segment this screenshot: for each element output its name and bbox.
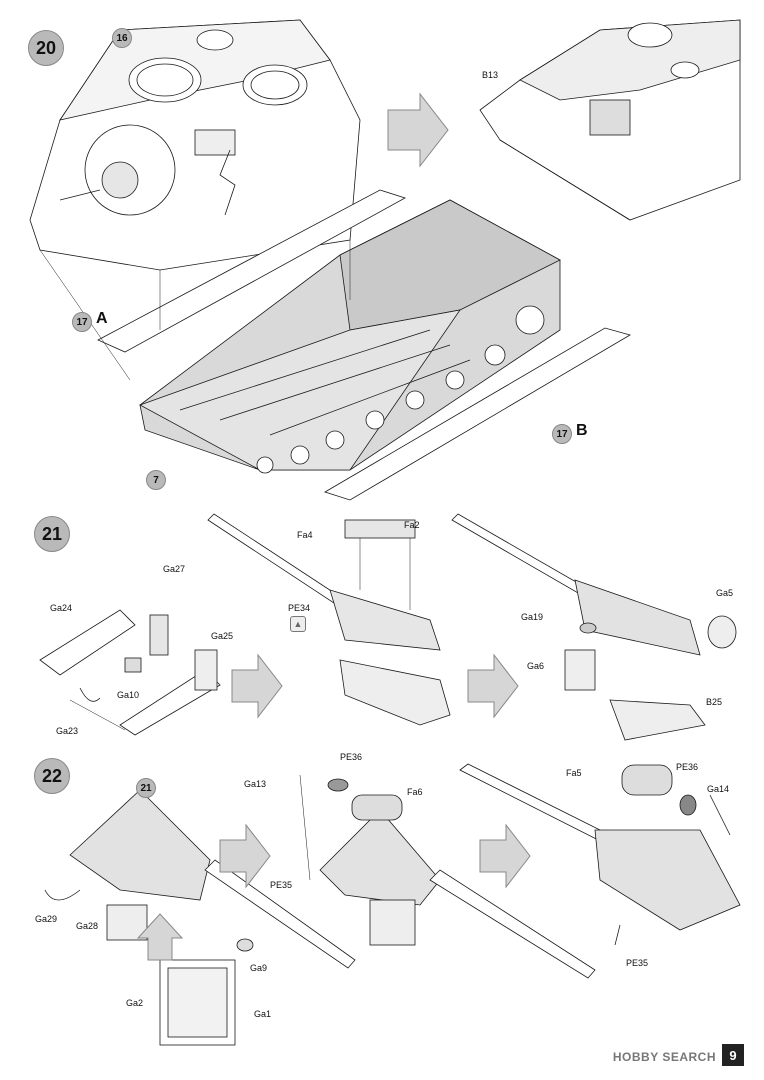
hull-rear-detail-drawing — [479, 19, 741, 221]
step-21-badge: 21 — [34, 516, 70, 552]
fender-a-drawing — [97, 189, 407, 353]
part-label-ga25: Ga25 — [211, 631, 234, 641]
fender-letter-a: A — [96, 310, 108, 327]
part-label-pe36-b: PE36 — [676, 762, 699, 772]
part-label-ga2: Ga2 — [126, 998, 144, 1008]
ref-badge-17b: 17 — [552, 424, 572, 444]
gun-assembly-drawing-3 — [299, 774, 596, 979]
lower-hull-drawing — [139, 199, 561, 474]
ref-badge-7: 7 — [146, 470, 166, 490]
fender-b-drawing — [324, 327, 632, 501]
flow-arrow-icon — [479, 823, 531, 889]
page-number: 9 — [722, 1044, 744, 1066]
flow-arrow-icon — [219, 823, 271, 889]
flow-arrow-icon — [231, 653, 283, 719]
part-label-fa2: Fa2 — [404, 520, 420, 530]
part-label-fa6: Fa6 — [407, 787, 423, 797]
gun-assembly-drawing-1 — [451, 513, 737, 741]
flow-arrow-icon — [467, 653, 519, 719]
ref-badge-16: 16 — [112, 28, 132, 48]
flow-arrow-icon — [136, 913, 184, 961]
part-label-ga10: Ga10 — [117, 690, 140, 700]
mount-cradle-drawing — [39, 609, 221, 736]
fender-letter-b: B — [576, 422, 588, 439]
part-label-b25: B25 — [706, 697, 723, 707]
part-label-ga19: Ga19 — [521, 612, 544, 622]
gun-barrel-drawing-1 — [207, 513, 451, 726]
part-label-ga29: Ga29 — [35, 914, 58, 924]
step-22-badge: 22 — [34, 758, 70, 794]
part-label-ga5: Ga5 — [716, 588, 734, 598]
part-label-ga6: Ga6 — [527, 661, 545, 671]
part-label-ga24: Ga24 — [50, 603, 73, 613]
gun-assembly-drawing-2 — [44, 789, 356, 1046]
part-label-ga23: Ga23 — [56, 726, 79, 736]
step-20-badge: 20 — [28, 30, 64, 66]
part-label-b13: B13 — [482, 70, 499, 80]
ref-badge-21: 21 — [136, 778, 156, 798]
part-label-pe35: PE35 — [270, 880, 293, 890]
part-label-fa5: Fa5 — [566, 768, 582, 778]
part-label-pe35-b: PE35 — [626, 958, 649, 968]
ref-badge-17a: 17 — [72, 312, 92, 332]
part-label-ga9: Ga9 — [250, 963, 268, 973]
part-label-ga28: Ga28 — [76, 921, 99, 931]
part-label-fa4: Fa4 — [297, 530, 313, 540]
part-label-pe34: PE34 — [288, 603, 311, 613]
part-label-ga1: Ga1 — [254, 1009, 272, 1019]
part-label-ga27: Ga27 — [163, 564, 186, 574]
gun-assembly-drawing-4 — [459, 763, 741, 946]
watermark-text: HOBBY SEARCH — [612, 1050, 716, 1064]
part-label-ga14: Ga14 — [707, 784, 730, 794]
photo-etch-icon: ▲ — [290, 616, 306, 632]
part-label-ga13: Ga13 — [244, 779, 267, 789]
flow-arrow-icon — [387, 92, 449, 168]
part-label-pe36: PE36 — [340, 752, 363, 762]
